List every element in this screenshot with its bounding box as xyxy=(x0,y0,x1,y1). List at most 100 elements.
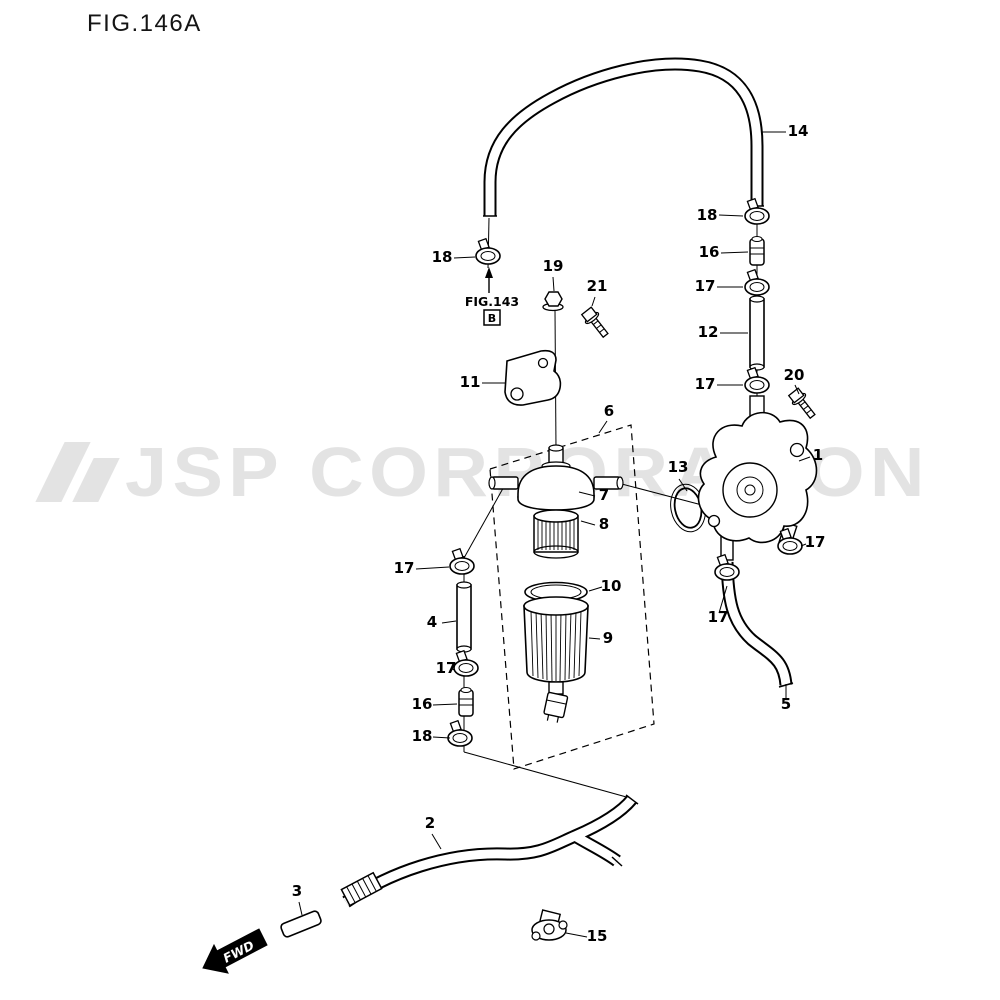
leader-line xyxy=(588,586,603,592)
connector-16 xyxy=(749,235,765,266)
fuel-pipe-4 xyxy=(456,581,472,653)
leader-line xyxy=(432,736,451,739)
leader-line xyxy=(441,620,457,624)
fuel-hose-5 xyxy=(720,561,794,688)
sleeve-3 xyxy=(280,910,322,938)
bolt-20 xyxy=(786,386,820,422)
leader-line xyxy=(552,276,555,292)
leader-line xyxy=(453,256,476,259)
clamp-17 xyxy=(744,268,770,296)
clamp-17 xyxy=(744,366,770,394)
callout-2: 2 xyxy=(425,814,435,832)
callout-16: 16 xyxy=(699,243,720,261)
leader-line xyxy=(451,668,456,671)
leader-line xyxy=(298,901,303,916)
filter-cap-7 xyxy=(488,444,624,511)
callout-1: 1 xyxy=(813,446,823,464)
ref-box-label: B xyxy=(488,312,496,325)
bolt-21 xyxy=(579,305,613,341)
callout-3: 3 xyxy=(292,882,302,900)
callout-18: 18 xyxy=(697,206,718,224)
leader-line xyxy=(798,456,811,462)
callout-18: 18 xyxy=(432,248,453,266)
leader-line xyxy=(565,932,588,938)
leader-line xyxy=(578,491,596,497)
leader-line xyxy=(431,833,442,850)
nut-19 xyxy=(542,291,564,312)
callout-17: 17 xyxy=(708,608,729,626)
callout-15: 15 xyxy=(587,927,608,945)
leader-line xyxy=(415,566,450,570)
fwd-arrow-icon xyxy=(202,928,268,974)
callout-11: 11 xyxy=(460,373,481,391)
hose-inner xyxy=(722,561,791,686)
callout-9: 9 xyxy=(603,629,613,647)
construction-line xyxy=(463,482,507,559)
leader-line xyxy=(432,703,458,706)
clamp-18 xyxy=(744,197,770,225)
filter-cup-9 xyxy=(523,596,589,723)
clamp-18 xyxy=(475,237,501,265)
callout-17: 17 xyxy=(394,559,415,577)
callout-labels: 14 18 16 17 12 17 20 1 13 18 19 21 11 6 … xyxy=(292,122,826,945)
callout-10: 10 xyxy=(601,577,622,595)
callout-17: 17 xyxy=(436,659,457,677)
leader-line xyxy=(794,384,800,395)
connector-16 xyxy=(458,686,474,717)
grommet-15 xyxy=(531,909,568,941)
leader-line xyxy=(678,478,688,492)
callout-21: 21 xyxy=(587,277,608,295)
dashed-boundary-6 xyxy=(489,424,655,770)
fuel-hose-2 xyxy=(340,794,639,908)
leader-line xyxy=(588,637,601,640)
clamp-17 xyxy=(453,649,479,677)
ref-label: FIG.143 xyxy=(465,294,519,309)
fig143-reference: FIG.143 B xyxy=(465,267,519,326)
callout-20: 20 xyxy=(784,366,805,384)
leader-line xyxy=(718,214,744,217)
fuel-pipe-12 xyxy=(749,295,765,371)
hose-inner xyxy=(343,796,636,906)
hose-end-cap xyxy=(625,794,639,805)
callout-18: 18 xyxy=(412,727,433,745)
hose-end-cap xyxy=(611,856,623,867)
cup-ribs xyxy=(530,610,582,682)
hose-inner xyxy=(485,59,762,216)
leader-line xyxy=(800,543,807,547)
callout-17: 17 xyxy=(695,375,716,393)
callout-6: 6 xyxy=(604,402,614,420)
callout-5: 5 xyxy=(781,695,791,713)
construction-line xyxy=(463,751,631,799)
clamp-18 xyxy=(447,719,473,747)
callout-8: 8 xyxy=(599,515,609,533)
element-pleats xyxy=(537,518,575,550)
fwd-indicator: FWD xyxy=(202,928,268,974)
clamp-17 xyxy=(714,553,740,581)
callout-7: 7 xyxy=(599,486,609,504)
ref-arrow-icon xyxy=(485,267,493,278)
construction-line xyxy=(617,482,703,506)
leader-line xyxy=(720,251,749,254)
leader-line xyxy=(598,420,608,434)
callout-17: 17 xyxy=(695,277,716,295)
sensor-connector xyxy=(543,691,569,723)
callout-13: 13 xyxy=(668,458,689,476)
fuel-pump-1 xyxy=(697,395,818,561)
hose-outline xyxy=(483,57,764,216)
callout-19: 19 xyxy=(543,257,564,275)
filter-element-8 xyxy=(533,509,579,559)
figure-title: FIG.146A xyxy=(87,10,202,37)
leader-line xyxy=(718,585,728,614)
leader-line xyxy=(580,520,596,526)
leader-line xyxy=(591,296,596,307)
clamp-17 xyxy=(777,527,803,555)
callout-12: 12 xyxy=(698,323,719,341)
hose-inner xyxy=(572,832,620,865)
callout-14: 14 xyxy=(788,122,809,140)
callout-17: 17 xyxy=(805,533,826,551)
fuel-hose-14 xyxy=(483,57,764,217)
bracket-11 xyxy=(504,349,562,406)
leader-lines xyxy=(298,131,811,938)
callout-16: 16 xyxy=(412,695,433,713)
